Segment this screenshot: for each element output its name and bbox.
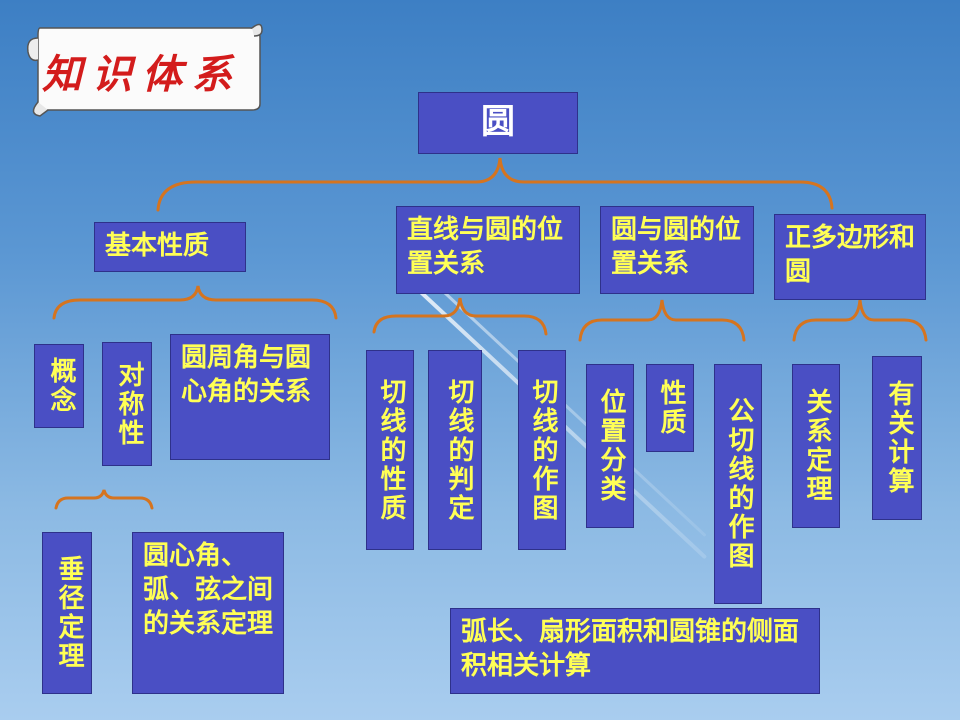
scroll-icon	[26, 23, 263, 117]
page-title: 知识体系	[42, 51, 242, 98]
node-tangent-construction: 切线的作图	[518, 350, 566, 550]
node-common-tangent: 公切线的作图	[714, 364, 762, 604]
brace-basic	[52, 285, 338, 320]
node-polygon-circle: 正多边形和圆	[774, 214, 926, 300]
title-scroll: 知识体系	[24, 18, 264, 118]
node-concept: 概念	[34, 344, 84, 428]
node-position-classification: 位置分类	[586, 364, 634, 528]
node-circle-properties: 性质	[646, 364, 694, 452]
node-circle-circle: 圆与圆的位置关系	[600, 206, 754, 294]
node-central-arc-chord: 圆心角、弧、弦之间的关系定理	[132, 532, 284, 694]
brace-root	[156, 157, 834, 212]
node-perpendicular-diameter: 垂径定理	[42, 532, 92, 694]
brace-line-circle	[372, 297, 548, 336]
node-tangent-test: 切线的判定	[428, 350, 482, 550]
node-relation-theorem: 关系定理	[792, 364, 840, 528]
node-related-calculation: 有关计算	[872, 356, 922, 520]
brace-polygon	[792, 299, 928, 342]
node-arc-sector-cone: 弧长、扇形面积和圆锥的侧面积相关计算	[450, 608, 820, 694]
node-inscribed-central-angle: 圆周角与圆心角的关系	[170, 334, 330, 460]
node-basic-properties: 基本性质	[94, 222, 246, 272]
node-line-circle: 直线与圆的位置关系	[396, 206, 580, 294]
brace-circle-circle	[578, 299, 746, 342]
node-tangent-property: 切线的性质	[366, 350, 414, 550]
node-symmetry: 对称性	[102, 342, 152, 466]
brace-sub	[54, 489, 154, 510]
root-node: 圆	[418, 92, 578, 154]
